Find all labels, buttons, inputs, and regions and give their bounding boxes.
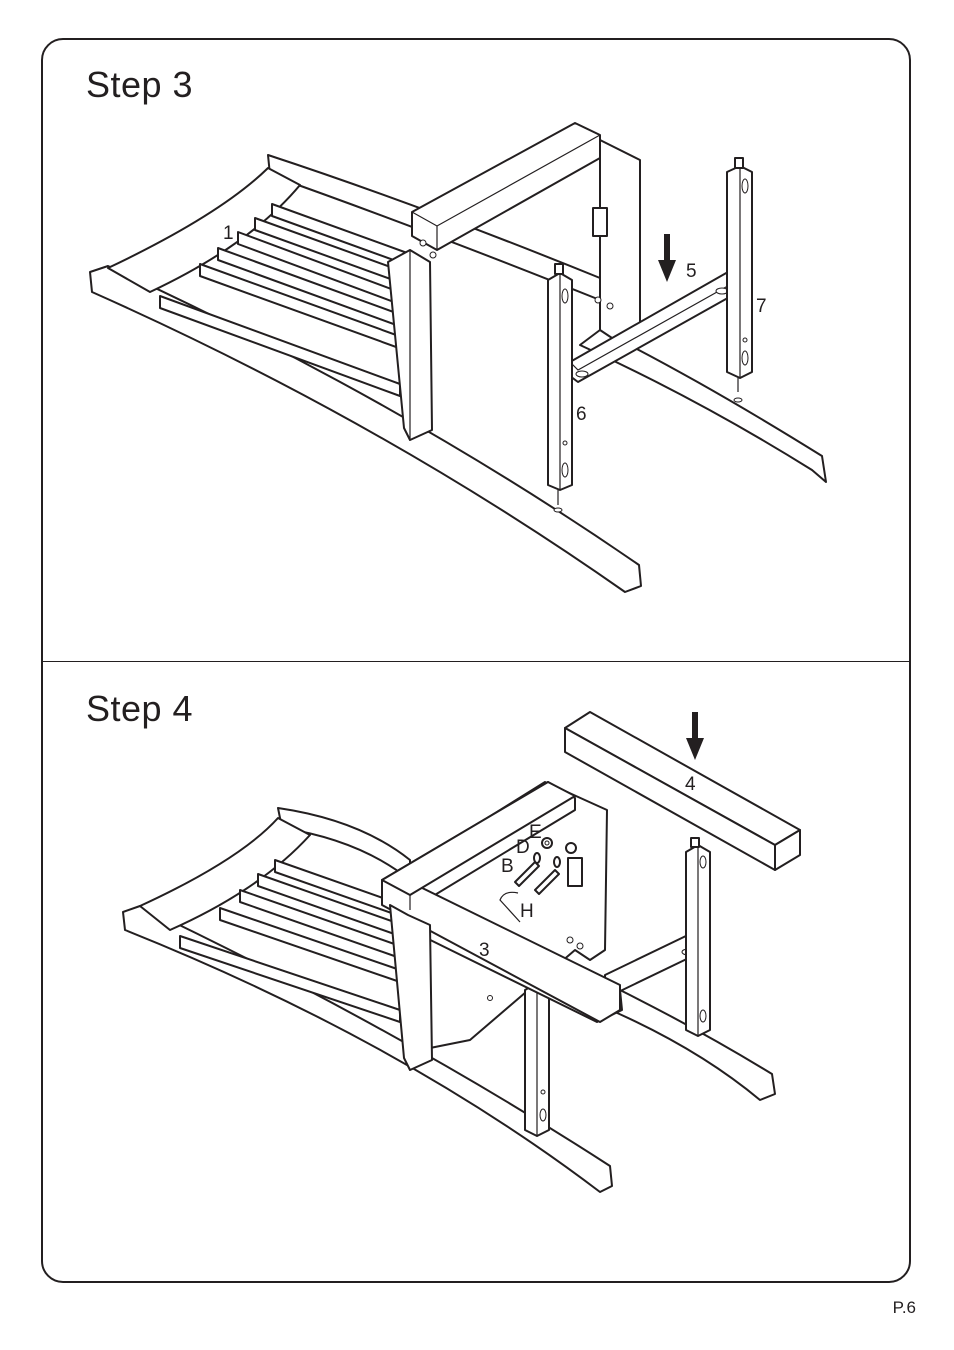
- crossbar-top: [412, 123, 600, 250]
- label-H: H: [520, 901, 534, 922]
- leg-left: [525, 983, 549, 1136]
- down-arrow-icon: [658, 234, 676, 282]
- page-number: P.6: [893, 1298, 916, 1318]
- leg-part-7: [727, 158, 752, 402]
- label-part-3: 3: [479, 940, 490, 961]
- leg-part-6: [548, 264, 572, 512]
- label-part-4: 4: [685, 774, 696, 795]
- corner-bracket: [568, 858, 582, 886]
- step-4-drawing: 4 3 E D B H: [123, 712, 800, 1192]
- step-3-drawing: 1 5 6 7: [90, 123, 826, 592]
- down-arrow-icon: [686, 712, 704, 760]
- corner-bracket: [593, 208, 607, 236]
- label-part-5: 5: [686, 261, 697, 282]
- label-D: D: [516, 837, 530, 858]
- label-B: B: [501, 856, 514, 877]
- back-frame-right: [600, 140, 640, 340]
- label-part-7: 7: [756, 296, 767, 317]
- leg-right: [686, 838, 710, 1036]
- label-part-1: 1: [223, 223, 234, 244]
- label-E: E: [529, 822, 542, 843]
- label-part-6: 6: [576, 404, 587, 425]
